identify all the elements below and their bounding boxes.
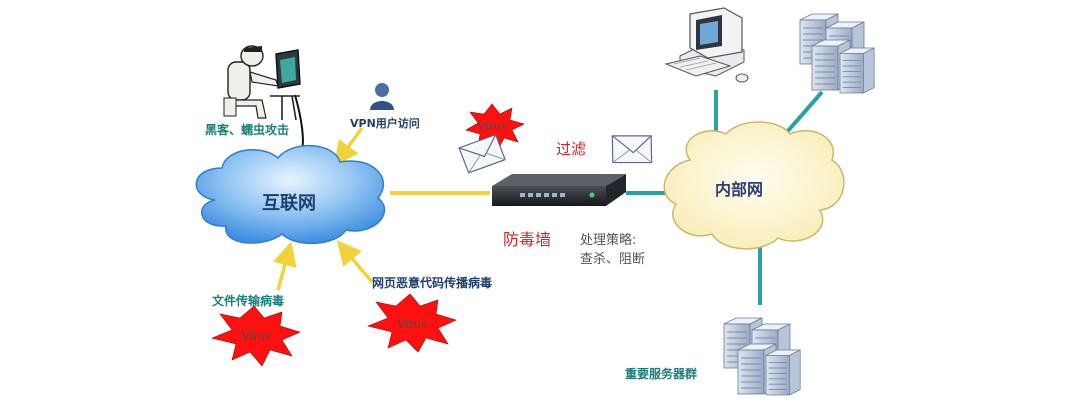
intranet-cloud	[663, 121, 845, 250]
firewall-device-icon	[492, 174, 626, 206]
internet-cloud	[195, 145, 386, 245]
top-server-rack-icon	[799, 13, 875, 94]
web-malicious-code-label: 网页恶意代码传播病毒	[372, 276, 493, 290]
filter-label: 过滤	[556, 140, 587, 158]
virus-burst-left: Virus	[211, 305, 301, 367]
mail-envelope-right	[606, 127, 658, 172]
hacker-attack-label: 黑客、蠕虫攻击	[205, 123, 290, 137]
server-group-icon	[723, 317, 801, 396]
internet-label: 互联网	[262, 193, 316, 214]
vpn-access-label: VPN用户访问	[350, 117, 420, 130]
file-transfer-virus-label: 文件传输病毒	[212, 294, 285, 308]
virus-text-left: Virus	[240, 330, 271, 343]
desktop-pc-icon	[664, 7, 749, 83]
firewall-label: 防毒墙	[503, 230, 552, 249]
file-virus-arrow	[273, 241, 297, 291]
virus-text-right: Virus	[396, 318, 427, 331]
virus-burst-right: Virus	[367, 293, 457, 353]
web-virus-arrow	[336, 240, 374, 284]
policy-line2: 查杀、阻断	[580, 252, 646, 267]
vpn-user-icon	[370, 83, 394, 110]
policy-line1: 处理策略:	[580, 233, 637, 248]
virus-text-top: Virus	[476, 120, 507, 133]
vpn-arrow	[334, 126, 364, 166]
intranet-label: 内部网	[715, 180, 764, 199]
hacker-icon	[223, 45, 301, 121]
server-group-label: 重要服务器群	[625, 367, 698, 381]
